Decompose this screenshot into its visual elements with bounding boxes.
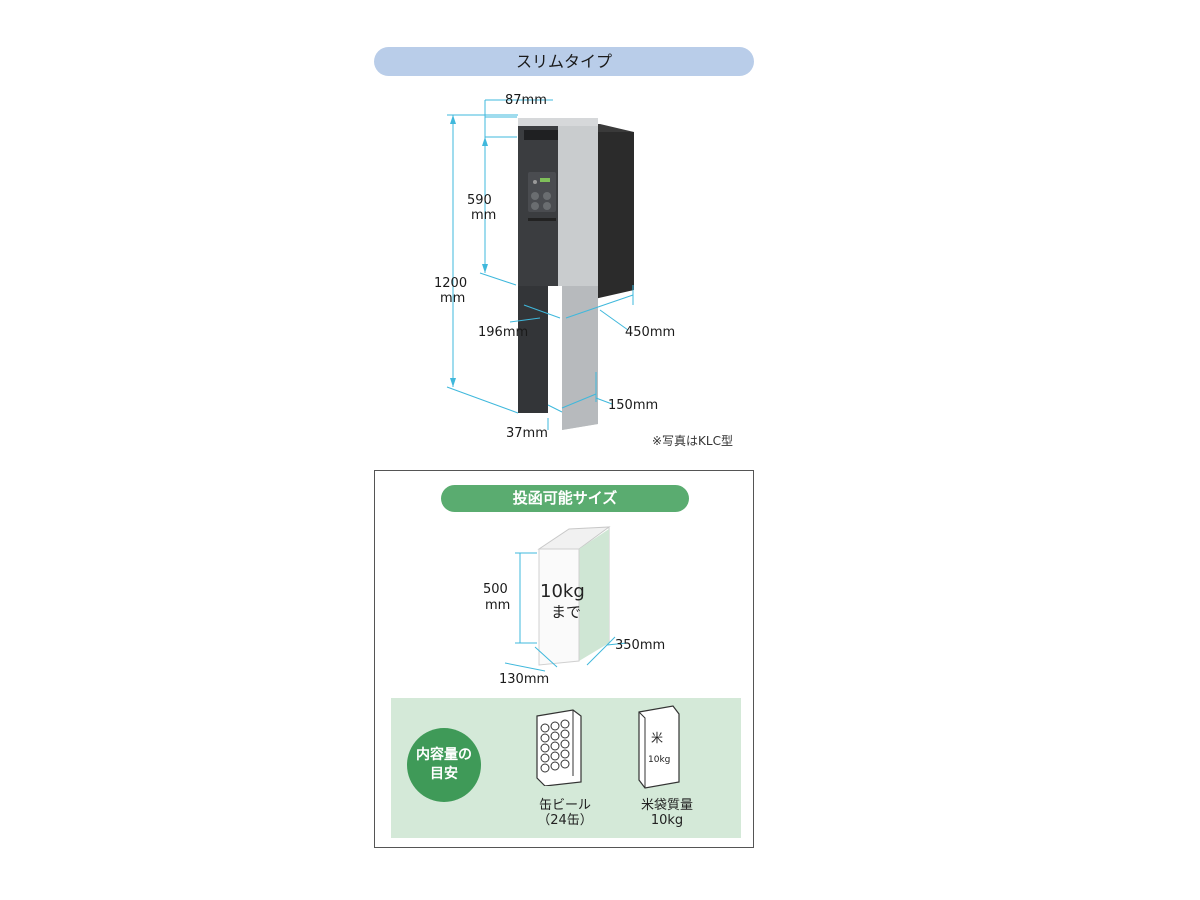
dim-post-depth: 37mm (506, 426, 548, 441)
parcel-height-unit: mm (485, 598, 510, 613)
dim-total-height-value: 1200 (434, 276, 467, 291)
parcel-depth: 350mm (615, 638, 665, 653)
title-text: スリムタイプ (515, 52, 612, 71)
mailbox-diagram: 87mm 590 mm 1200 mm 196mm 450mm 150mm 37… (434, 93, 675, 441)
deliverable-title: 投函可能サイズ (512, 489, 618, 507)
parcel-width: 130mm (499, 672, 549, 687)
rice-label-line1: 米袋質量 (640, 798, 693, 813)
dim-top-depth: 87mm (505, 93, 547, 108)
capacity-badge: 内容量の 目安 (407, 728, 481, 802)
beer-label-line1: 缶ビール (538, 798, 591, 813)
dim-depth: 450mm (625, 325, 675, 340)
dim-width: 196mm (478, 325, 528, 340)
parcel-weight: 10kg (540, 581, 585, 602)
rice-icon-text-2: 10kg (648, 755, 670, 765)
dimension-lines (446, 99, 634, 430)
dim-post-width: 150mm (608, 398, 658, 413)
mailbox-top-cap (518, 118, 598, 126)
beer-label: 缶ビール （24缶） (525, 798, 605, 828)
photo-note: ※写真はKLC型 (652, 434, 733, 448)
parcel-height-value: 500 (483, 582, 508, 597)
rice-icon-text-1: 米 (651, 731, 663, 745)
beer-cans-icon (536, 709, 582, 786)
mail-slot-opening (524, 130, 558, 140)
capacity-guide: 内容量の 目安 米 10kg 缶ビール （24缶） 米袋質量 (391, 698, 741, 838)
capacity-label-line2: 目安 (430, 766, 458, 782)
lock-button-right (543, 192, 551, 200)
lock-button-right-2 (543, 202, 551, 210)
rice-label: 米袋質量 10kg (627, 798, 707, 828)
beer-label-line2: （24缶） (537, 813, 593, 828)
lock-button-left (531, 192, 539, 200)
lock-button-left-2 (531, 202, 539, 210)
dim-slot-height-value: 590 (467, 193, 492, 208)
key-hole (533, 180, 537, 184)
parcel-weight-limit: まで (551, 603, 581, 621)
rice-label-line2: 10kg (650, 813, 684, 828)
dimension-arrows (450, 115, 488, 387)
dim-slot-height-unit: mm (471, 208, 496, 223)
status-indicator (540, 178, 550, 182)
dim-total-height-unit: mm (440, 291, 465, 306)
parcel-diagram: 10kg まで 500 mm 130mm 350mm (483, 526, 665, 687)
slot-bar (528, 218, 556, 221)
parcel-dimension-lines (504, 552, 628, 672)
deliverable-title-pill: 投函可能サイズ (441, 485, 689, 512)
rice-bag-icon: 米 10kg (638, 705, 680, 789)
capacity-label-line1: 内容量の (416, 747, 472, 763)
mailbox-back-box (590, 132, 634, 300)
title-pill: スリムタイプ (374, 47, 754, 76)
mailbox-side-highlight (562, 286, 598, 430)
front-post (518, 286, 548, 413)
parcel-side-green (579, 529, 609, 661)
deliverable-size-panel: 投函可能サイズ 10kg まで 500 mm 130mm 350mm 内容量の … (374, 470, 754, 848)
parcel-side-white (538, 548, 580, 666)
